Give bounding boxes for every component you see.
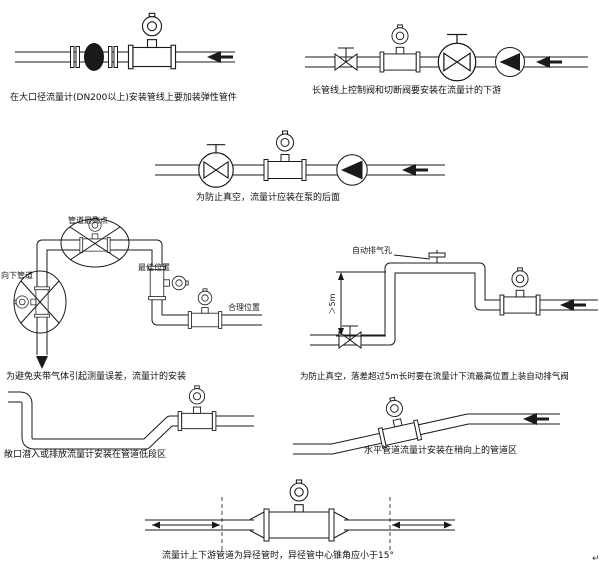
elastic-element — [84, 43, 104, 71]
pipe — [310, 263, 598, 345]
pump — [336, 154, 368, 186]
label-pipe-highest-point: 管道最高点 — [68, 216, 108, 225]
pump — [495, 47, 525, 77]
figure-valves-downstream — [305, 25, 588, 82]
flowmeter-downpipe — [14, 287, 50, 317]
flange — [328, 508, 335, 542]
dimension-arrowhead — [212, 521, 220, 529]
figure-low-section — [8, 386, 254, 450]
figure-reducer — [145, 479, 455, 551]
return-mark: ↵ — [592, 554, 600, 564]
label-reasonable-position: 合理位置 — [228, 303, 260, 312]
wrong-position-ellipse — [13, 270, 67, 334]
wrong-position-ellipse — [60, 218, 130, 268]
dimension-arrowhead — [392, 521, 400, 529]
figure-after-pump — [155, 131, 445, 188]
caption-elastic-fitting: 在大口径流量计(DN200以上)安装管线上要加装弹性管件 — [10, 93, 237, 103]
flange — [263, 508, 270, 542]
caption-low-section: 敞口潜入或排放流量计安装在管道低段区 — [4, 450, 167, 460]
caption-after-pump: 为防止真空，流量计应装在泵的后面 — [196, 193, 341, 203]
dimension-arrowhead — [338, 272, 344, 280]
label-auto-vent-hole: 自动排气孔 — [352, 246, 392, 255]
label-downward-pipe: 向下管道 — [1, 271, 33, 280]
cross-out-line — [69, 226, 121, 261]
leader-line — [393, 254, 431, 260]
vent-cap — [428, 249, 446, 264]
reducer-cone — [331, 510, 349, 520]
caption-reducer-cone: 流量计上下游管道为异径管时，异径管中心锥角应小于15° — [162, 551, 394, 561]
label-best-position: 最佳位置 — [138, 263, 170, 272]
reducer-cone — [331, 530, 349, 540]
down-arrow — [36, 356, 48, 369]
transmitter — [289, 479, 309, 513]
caption-auto-vent-valve: 为防止真空，落差超过5m长时要在流量计下流最高位置上装自动排气阀 — [300, 372, 569, 382]
flowmeter — [380, 25, 420, 72]
cross-out-line — [20, 280, 60, 324]
caption-upward-section: 水平管道流量计安装在稍向上的管道区 — [364, 446, 518, 456]
figure-auto-vent: ＞5m — [310, 249, 598, 349]
flowmeter — [264, 131, 306, 181]
dimension-arrowhead — [152, 521, 160, 529]
flowmeter-reasonable — [188, 289, 222, 329]
figure-elastic-fitting — [15, 13, 235, 71]
flowmeter — [128, 13, 175, 68]
dimension-arrowhead — [338, 328, 344, 336]
figure-upward-section — [293, 394, 560, 455]
pipe — [8, 392, 254, 449]
caption-gas-entrainment: 为避免夹带气体引起测量误差，流量计的安装 — [6, 372, 187, 382]
reducer-cone — [249, 510, 267, 520]
drop-height-label: ＞5m — [328, 293, 337, 314]
flowmeter — [178, 386, 216, 431]
dimension-arrowhead — [444, 521, 452, 529]
valve — [198, 144, 234, 188]
reducer-cone — [249, 530, 267, 540]
flowmeter-body — [268, 511, 330, 539]
figure-gas-entrainment — [13, 217, 262, 369]
control-valve — [437, 33, 477, 82]
flowmeter — [500, 268, 540, 315]
caption-valves-downstream: 长管线上控制阀和切断阀要安装在流量计的下游 — [312, 86, 502, 96]
